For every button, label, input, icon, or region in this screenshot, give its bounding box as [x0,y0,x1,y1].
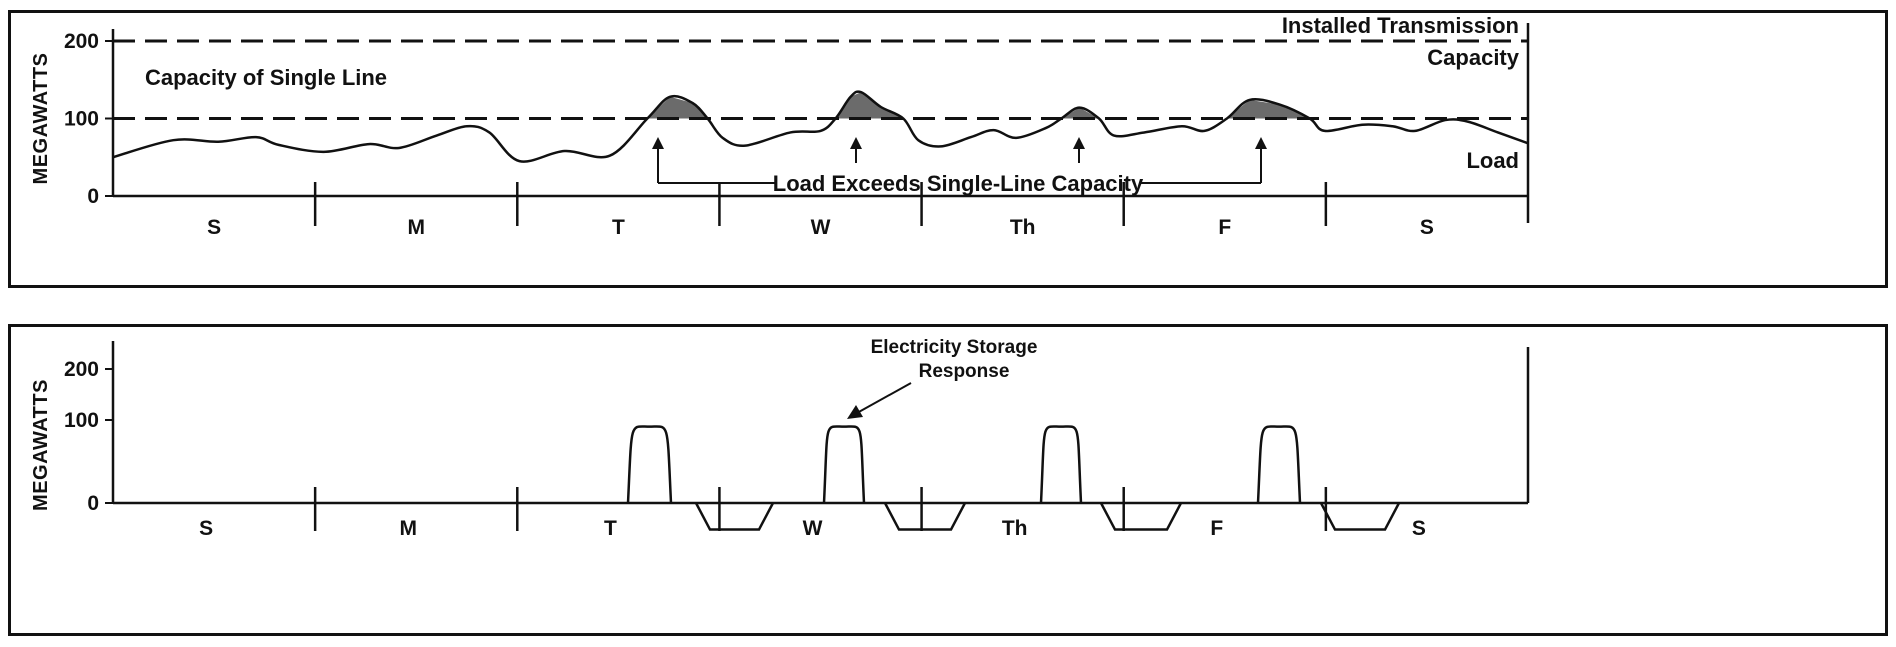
day-label-W-3: W [803,517,823,540]
arrow-head-2 [1073,137,1085,149]
day-label-F-5: F [1218,216,1231,239]
discharge-curve-F [1256,425,1302,504]
label-single-line-capacity: Capacity of Single Line [145,65,387,90]
label-load-exceeds: Load Exceeds Single-Line Capacity [773,171,1144,196]
excess-load-area-T [647,96,708,119]
label-installed-capacity-1: Installed Transmission [1282,13,1519,38]
day-label-S-6: S [1420,216,1434,239]
storage-arrow-shaft [856,382,912,414]
label-storage-response-1: Electricity Storage [871,337,1038,358]
day-label-S-0: S [207,216,221,239]
excess-load-area-F [1226,99,1310,119]
y-axis-label: MEGAWATTS [30,379,52,511]
charge-trough-T [694,502,775,531]
y-axis-label: MEGAWATTS [30,53,52,185]
y-tick-label-200: 200 [64,30,99,53]
day-label-F-5: F [1210,517,1223,540]
day-label-M-1: M [407,216,425,239]
charge-trough-W [883,502,967,531]
day-label-S-0: S [199,517,213,540]
discharge-curve-T [626,425,673,504]
day-label-Th-4: Th [1002,517,1028,540]
day-label-W-3: W [811,216,831,239]
y-tick-label-0: 0 [87,185,99,208]
discharge-curve-W [822,425,866,504]
day-label-Th-4: Th [1010,216,1036,239]
y-tick-label-0: 0 [87,492,99,515]
day-label-T-2: T [612,216,625,239]
excess-load-area-Th [1061,107,1099,119]
y-tick-label-100: 100 [64,409,99,432]
arrow-head-1 [850,137,862,149]
label-load: Load [1466,148,1519,173]
charge-trough-Th [1099,502,1183,531]
label-installed-capacity-2: Capacity [1427,45,1519,70]
y-tick-label-200: 200 [64,358,99,381]
y-tick-label-100: 100 [64,108,99,131]
load-line [112,90,1529,163]
discharge-curve-Th [1039,425,1083,504]
charge-trough-F [1319,502,1401,531]
day-label-T-2: T [604,517,617,540]
label-storage-response-2: Response [919,361,1010,382]
arrow-head-0 [652,137,664,149]
arrow-head-3 [1255,137,1267,149]
storage-arrow-head [847,405,863,419]
day-label-M-1: M [399,517,417,540]
day-label-S-6: S [1412,517,1426,540]
excess-load-area-W [835,92,904,119]
